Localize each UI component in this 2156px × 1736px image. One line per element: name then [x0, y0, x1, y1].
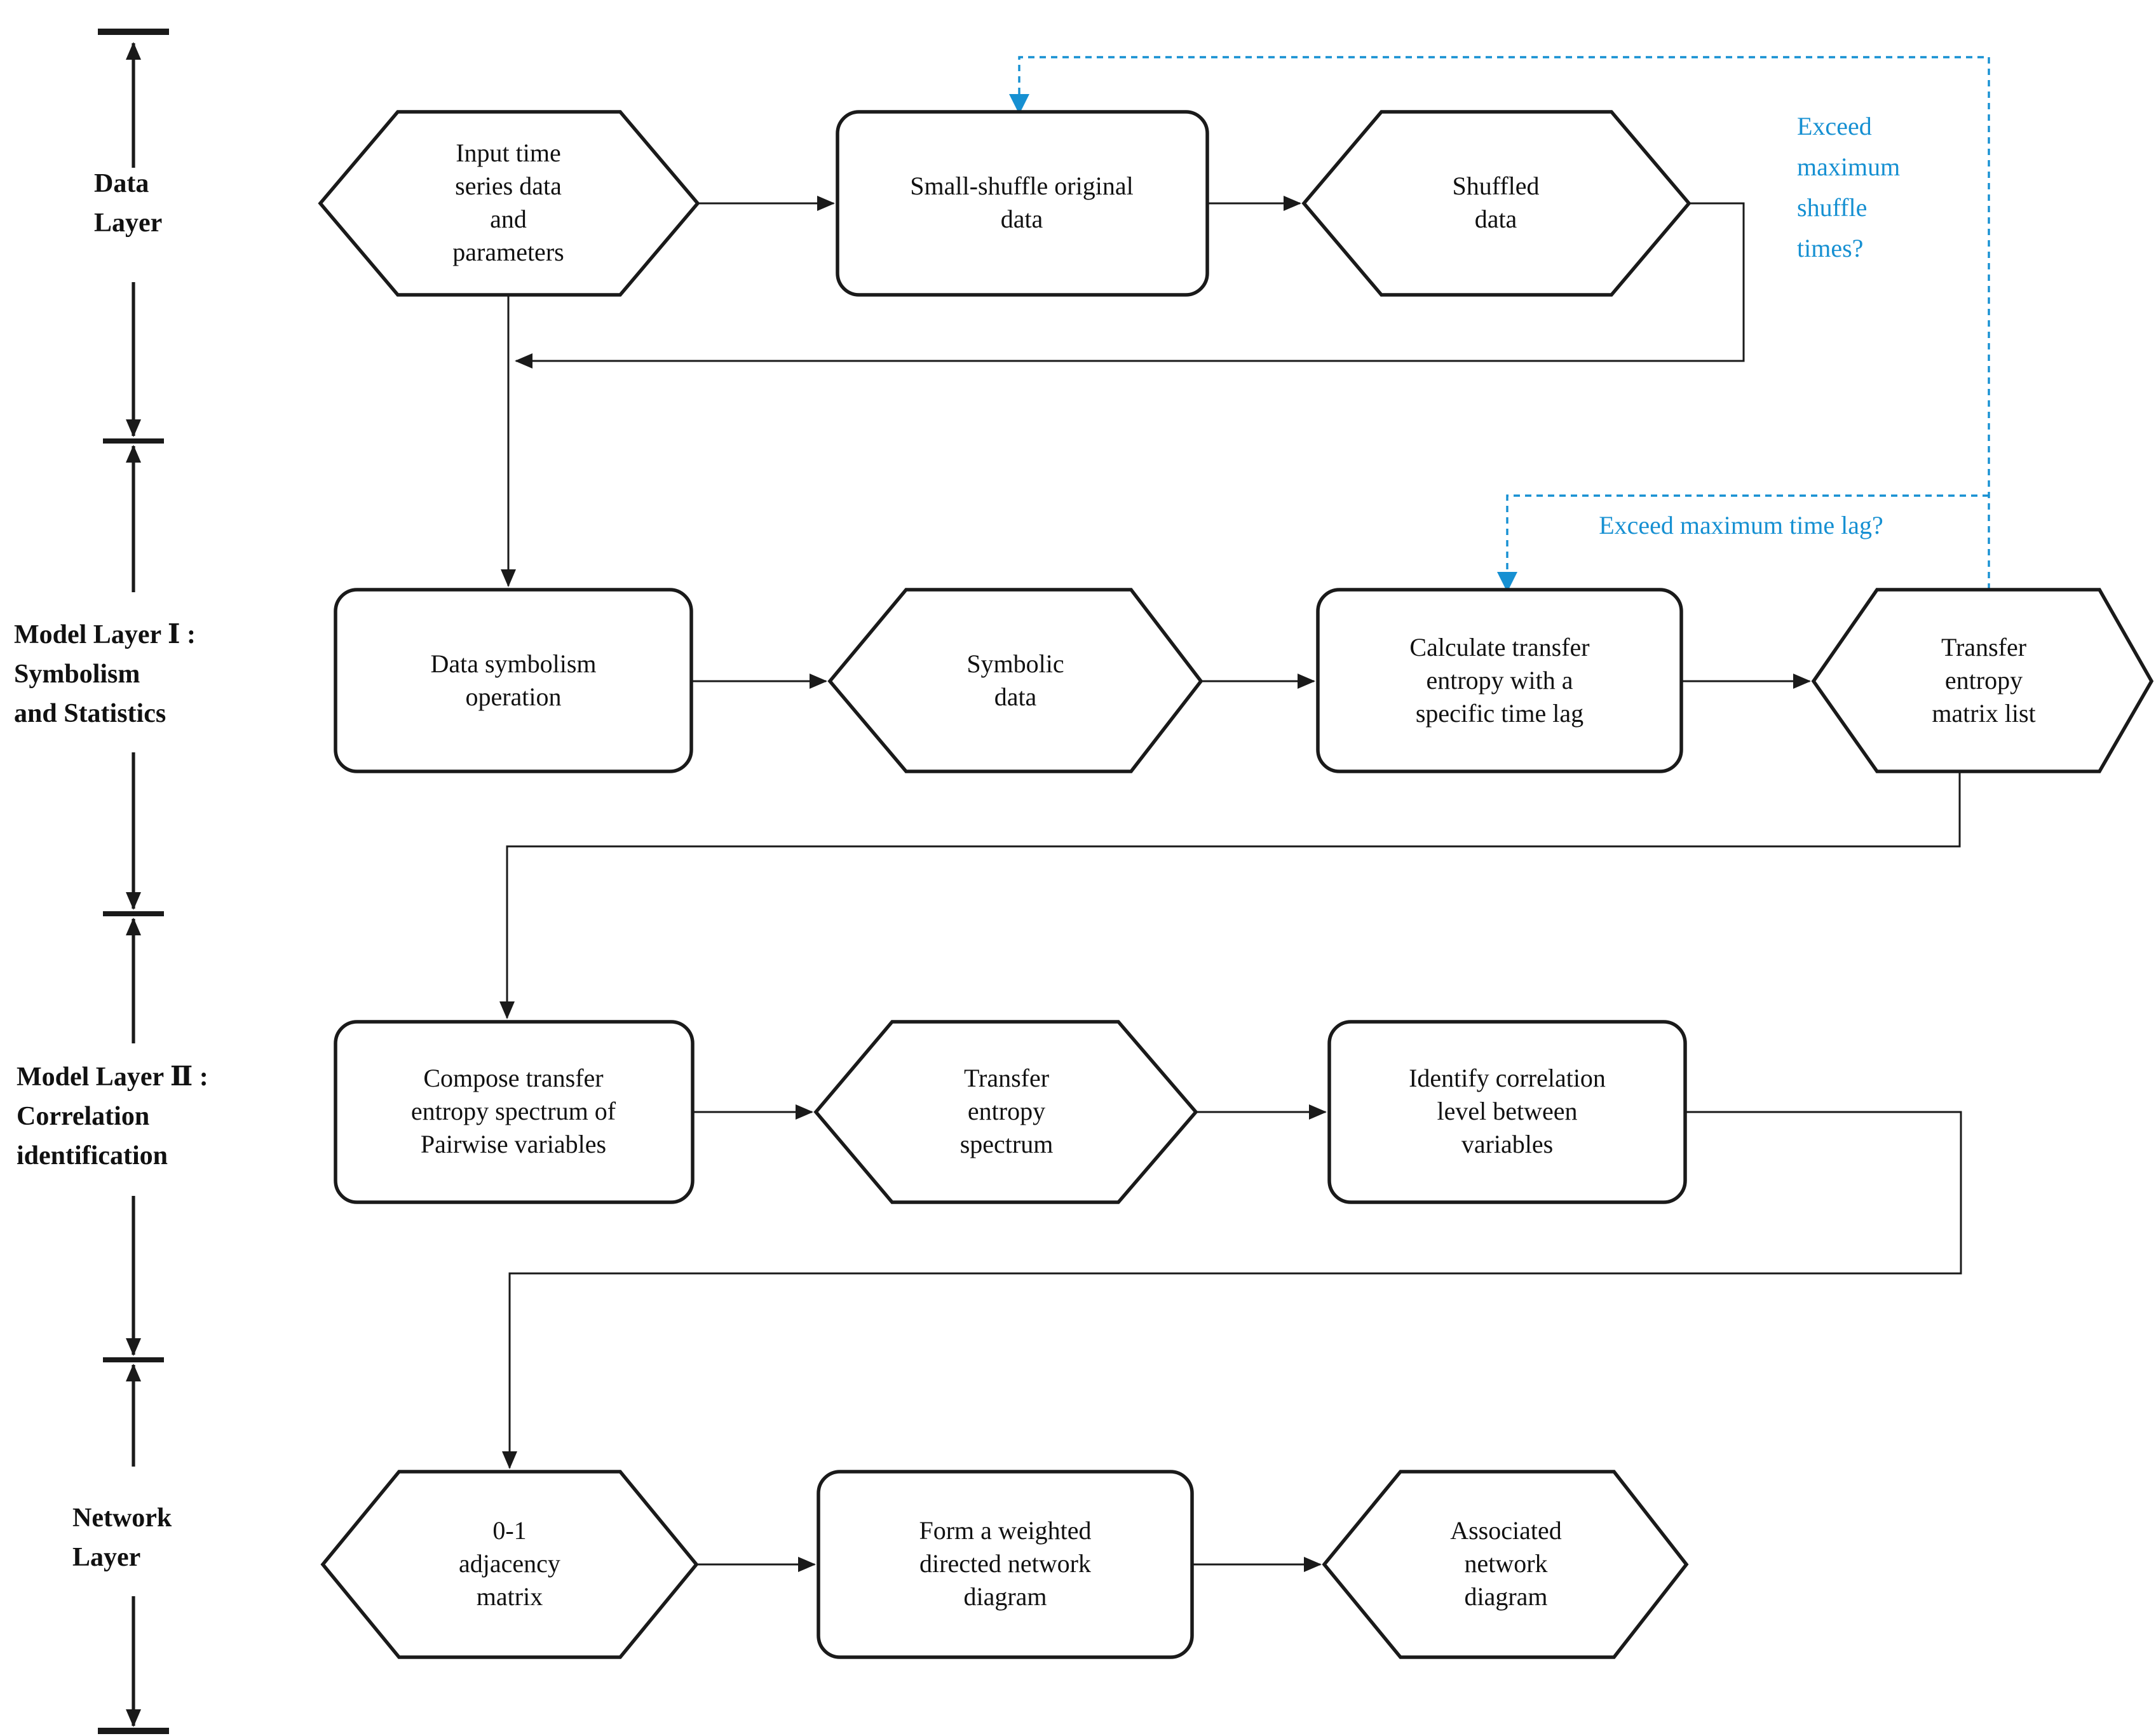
- node-calculate-rect: [1316, 588, 1683, 773]
- label-input: Input time series data and parameters: [452, 140, 564, 267]
- label-adjacency: 0-1 adjacency matrix: [459, 1517, 560, 1611]
- label-matrix-list: Transfer entropy matrix list: [1932, 634, 2036, 728]
- layer-label-network: Network Layer: [72, 1502, 172, 1572]
- node-shuffled-hexagon: [1301, 110, 1692, 297]
- node-compose-rect: [334, 1020, 695, 1204]
- feedback-shuffle-arrowhead: [1009, 94, 1029, 114]
- label-small-shuffle: Small-shuffle original data: [910, 173, 1134, 234]
- flow-edges: [499, 196, 1962, 1572]
- node-adjacency-hexagon: [320, 1470, 699, 1659]
- edge-identify-to-adjacency: [502, 1111, 1962, 1469]
- node-input-hexagon: [318, 110, 700, 297]
- label-spectrum: Transfer entropy spectrum: [959, 1065, 1054, 1159]
- node-associated-hexagon: [1322, 1470, 1689, 1659]
- feedback-timelag-loop-line: [1506, 494, 1989, 574]
- feedback-shuffle-loop-line: [1018, 56, 1990, 590]
- feedback-shuffle-question: Exceed maximum shuffle times?: [1797, 113, 1901, 263]
- label-data-symbolism: Data symbolism operation: [430, 651, 597, 712]
- layer-label-model1: Model Layer Ⅰ : Symbolism and Statistics: [14, 619, 196, 728]
- node-data-symbolism-rect: [334, 588, 693, 773]
- label-shuffled: Shuffled data: [1452, 173, 1540, 234]
- layer-dimension-axis: [98, 29, 169, 1734]
- label-calculate: Calculate transfer entropy with a specif…: [1409, 634, 1590, 728]
- edge-matrixlist-to-compose: [499, 771, 1961, 1019]
- node-small-shuffle-rect: [836, 110, 1209, 297]
- feedback-edges: [1018, 56, 1990, 590]
- label-form: Form a weighted directed network diagram: [919, 1517, 1092, 1611]
- node-form-rect: [817, 1470, 1194, 1659]
- label-identify: Identify correlation level between varia…: [1409, 1065, 1606, 1159]
- node-matrix-list-hexagon: [1811, 588, 2154, 773]
- node-identify-rect: [1327, 1020, 1687, 1204]
- layer-label-model2: Model Layer Ⅱ : Correlation identificati…: [17, 1061, 208, 1170]
- node-spectrum-hexagon: [813, 1020, 1198, 1204]
- label-associated: Associated network diagram: [1450, 1517, 1562, 1611]
- label-symbolic: Symbolic data: [966, 651, 1064, 712]
- nodes: [318, 110, 2154, 1659]
- layer-label-data: Data Layer: [94, 168, 163, 238]
- feedback-timelag-arrowhead: [1497, 572, 1517, 592]
- node-symbolic-hexagon: [827, 588, 1203, 773]
- edge-shuffled-loopback: [515, 202, 1745, 369]
- label-compose: Compose transfer entropy spectrum of Pai…: [410, 1065, 616, 1159]
- feedback-timelag-question: Exceed maximum time lag?: [1599, 512, 1883, 540]
